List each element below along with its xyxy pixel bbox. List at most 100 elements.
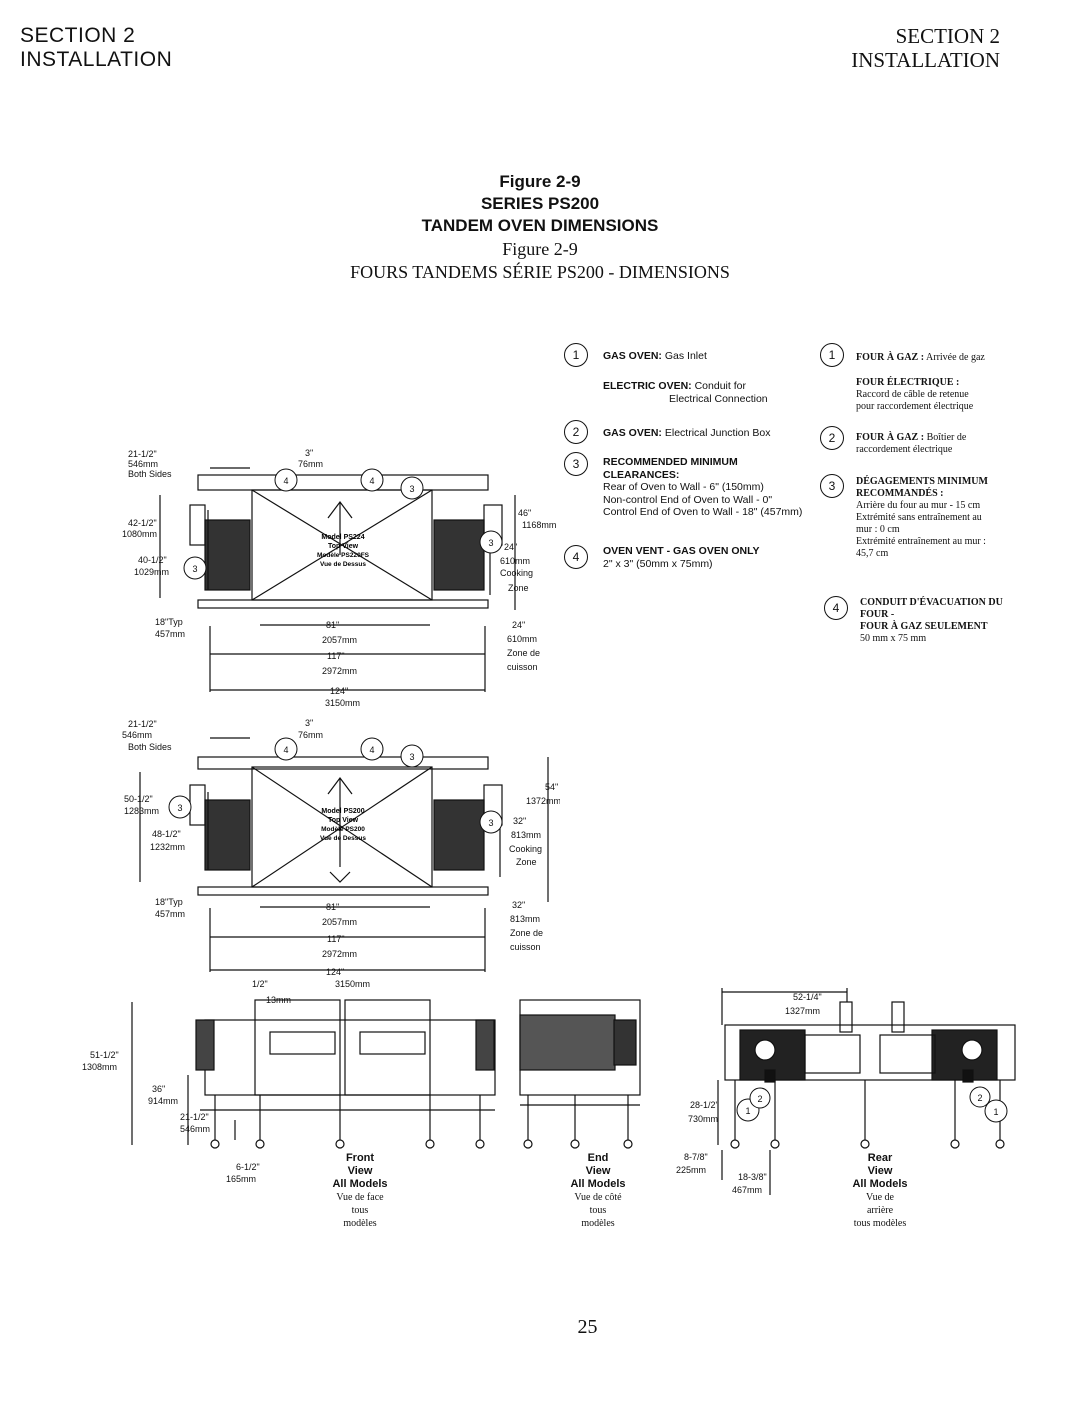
legend-3-b: Non-control End of Oven to Wall - 0" bbox=[603, 493, 773, 506]
dim-6: 6-1/2" bbox=[236, 1162, 260, 1172]
dim-42: 42-1/2" bbox=[128, 518, 157, 528]
caption-front-fr1: Vue de face bbox=[336, 1192, 384, 1203]
figure-title-fr: FOURS TANDEMS SÉRIE PS200 - DIMENSIONS bbox=[350, 262, 730, 282]
section-label-right: SECTION 2 bbox=[895, 24, 1000, 48]
callout-3-top-2: 3 bbox=[409, 752, 414, 762]
legend-fr-1-b-text1: Raccord de câble de retenue bbox=[856, 389, 969, 400]
legend-item-1: GAS OVEN: Gas Inlet bbox=[603, 350, 707, 363]
dim-1308: 1308mm bbox=[82, 1062, 117, 1072]
legend-fr-1-a-text: Arrivée de gaz bbox=[926, 352, 985, 363]
dim2-both-label: Both Sides bbox=[128, 742, 172, 752]
legend-fr-item-2: FOUR À GAZ : Boîtier de raccordement éle… bbox=[856, 432, 966, 456]
legend-item-1-electric: ELECTRIC OVEN: Conduit for bbox=[603, 380, 746, 393]
dim2-3in: 3" bbox=[305, 718, 313, 728]
dim2-zone-fr: Zone de bbox=[510, 928, 543, 938]
legend-1-elec-text2: Electrical Connection bbox=[669, 393, 768, 405]
caption-end-1: End bbox=[587, 1152, 609, 1164]
callout-4-top-right: 4 bbox=[369, 476, 374, 486]
legend-fr-item-3: DÉGAGEMENTS MINIMUM RECOMMANDÉS : Arrièr… bbox=[856, 476, 988, 560]
dim-81: 81" bbox=[326, 620, 339, 630]
legend-fr-2-a-text: Boîtier de bbox=[926, 432, 967, 443]
dim-cooking: Cooking bbox=[500, 568, 533, 578]
caption-rear-fr3: tous modèles bbox=[853, 1218, 907, 1229]
dim-1080: 1080mm bbox=[122, 529, 157, 539]
legend-fr-3-title2: RECOMMANDÉS : bbox=[856, 488, 944, 499]
dim-3in: 3" bbox=[305, 448, 313, 458]
callout-4-right-2: 4 bbox=[369, 745, 374, 755]
dim2-76mm: 76mm bbox=[298, 730, 323, 740]
callout-3: 3 bbox=[564, 452, 588, 476]
dim2-2057: 2057mm bbox=[322, 917, 357, 927]
dim2-81: 81" bbox=[326, 902, 339, 912]
dim2-32b: 32" bbox=[512, 900, 525, 910]
dim-467: 467mm bbox=[732, 1185, 762, 1195]
dim2-18typ: 18"Typ bbox=[155, 897, 183, 907]
legend-fr-3-title1: DÉGAGEMENTS MINIMUM bbox=[856, 476, 988, 487]
legend-fr-1-b-text2: pour raccordement électrique bbox=[856, 401, 974, 412]
dim-both-in: 21-1/2" bbox=[128, 449, 157, 459]
callout-rear-1b: 1 bbox=[993, 1107, 998, 1117]
dim-546: 546mm bbox=[180, 1124, 210, 1134]
callout-2: 2 bbox=[564, 420, 588, 444]
elevation-views-diagram: 1 2 2 1 1/2" 13mm 51-1/2" 1308mm 36" 914… bbox=[82, 980, 1016, 1195]
callout-3-top-right: 3 bbox=[409, 484, 414, 494]
section-title-left: INSTALLATION bbox=[20, 48, 173, 71]
figure-title: TANDEM OVEN DIMENSIONS bbox=[421, 216, 659, 235]
legend-3-c: Control End of Oven to Wall - 18" (457mm… bbox=[603, 506, 803, 518]
dim-46: 46" bbox=[518, 508, 531, 518]
section-label-left: SECTION 2 bbox=[20, 24, 136, 47]
caption-end-3: All Models bbox=[570, 1178, 626, 1190]
dim2-117: 117" bbox=[327, 934, 345, 944]
caption-rear-fr2: arrière bbox=[866, 1205, 894, 1216]
dim-40: 40-1/2" bbox=[138, 555, 167, 565]
view-fr: Vue de Dessus bbox=[320, 561, 366, 568]
figure-series: SERIES PS200 bbox=[480, 194, 600, 213]
callout-4-top-left: 4 bbox=[283, 476, 288, 486]
dim2-124: 124" bbox=[326, 967, 344, 977]
callout-4-left-2: 4 bbox=[283, 745, 288, 755]
dim-8: 8-7/8" bbox=[684, 1152, 708, 1162]
dim2-813: 813mm bbox=[511, 830, 541, 840]
dim-225: 225mm bbox=[676, 1165, 706, 1175]
dim-both-mm: 546mm bbox=[128, 459, 158, 469]
top-view-ps200-diagram: 3 4 4 3 3 21-1/2" 546mm Both Sides 3" 76… bbox=[122, 718, 560, 989]
legend-3-title2: CLEARANCES: bbox=[603, 468, 680, 481]
dim-1029: 1029mm bbox=[134, 567, 169, 577]
caption-rear-2: View bbox=[867, 1165, 893, 1177]
dim-610: 610mm bbox=[500, 556, 530, 566]
dim2-457: 457mm bbox=[155, 909, 185, 919]
dim-13: 13mm bbox=[266, 995, 291, 1005]
legend-fr-3-c: Extrémité entraînement au mur : bbox=[856, 536, 986, 547]
callout-3-side: 3 bbox=[488, 538, 493, 548]
dim-1168: 1168mm bbox=[522, 520, 556, 530]
callout-rear-2b: 2 bbox=[977, 1093, 982, 1103]
dim-24b: 24" bbox=[512, 620, 525, 630]
dim2-2972: 2972mm bbox=[322, 949, 357, 959]
caption-rear-fr1: Vue de bbox=[866, 1192, 894, 1203]
dim2-both-in: 21-1/2" bbox=[128, 719, 157, 729]
dim-18b: 18-3/8" bbox=[738, 1172, 767, 1182]
top-view-label: Top View bbox=[328, 543, 359, 550]
model-fr-2: Modèle PS200 bbox=[321, 826, 365, 833]
legend-fr-3-b: Extrémité sans entraînement au bbox=[856, 512, 982, 523]
figure-label: Figure 2-9 bbox=[499, 172, 581, 191]
callout-rear-1: 1 bbox=[745, 1106, 750, 1116]
legend-fr-4-text: 50 mm x 75 mm bbox=[860, 633, 927, 644]
model-ps224: Model PS224 bbox=[321, 534, 364, 541]
dim-21: 21-1/2" bbox=[180, 1112, 209, 1122]
dim2-48: 48-1/2" bbox=[152, 829, 181, 839]
top-view-ps224-diagram: 3 4 4 3 3 21-1/2" 546mm Both Sides 3" 76… bbox=[122, 448, 556, 708]
legend-fr-4-title2: FOUR - bbox=[860, 609, 895, 620]
callout-fr-1: 1 bbox=[820, 343, 844, 367]
dim-3150: 3150mm bbox=[325, 698, 360, 708]
legend-4-title: OVEN VENT - GAS OVEN ONLY bbox=[603, 545, 760, 557]
legend-item-2: GAS OVEN: Electrical Junction Box bbox=[603, 427, 771, 440]
caption-front: Front View All Models Vue de face tous m… bbox=[300, 1152, 420, 1230]
dim2-cooking: Cooking bbox=[509, 844, 542, 854]
legend-fr-3-b2: mur : 0 cm bbox=[856, 524, 900, 535]
caption-end-2: View bbox=[585, 1165, 611, 1177]
legend-item-4: OVEN VENT - GAS OVEN ONLY 2" x 3" (50mm … bbox=[603, 545, 760, 570]
callout-fr-3: 3 bbox=[820, 474, 844, 498]
legend-1-gas-text: Gas Inlet bbox=[664, 350, 707, 362]
dim-730: 730mm bbox=[688, 1114, 718, 1124]
